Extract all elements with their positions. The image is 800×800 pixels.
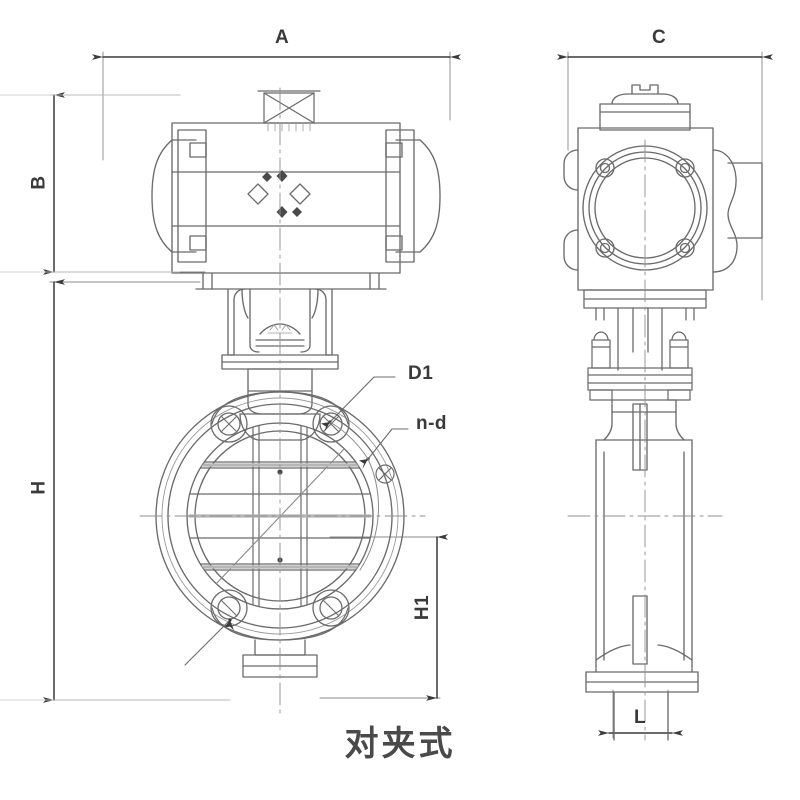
actuator-position-indicator bbox=[257, 90, 321, 124]
leader-label-d1: D1 bbox=[408, 363, 434, 384]
valve-bolt-lugs bbox=[210, 405, 350, 627]
dimension-label-b: B bbox=[28, 175, 50, 190]
dimension-label-h: H bbox=[28, 480, 50, 495]
d1-reference-arc bbox=[329, 421, 379, 571]
side-view-bolted-joint bbox=[587, 331, 693, 401]
side-view-actuator-housing bbox=[563, 84, 763, 291]
bolt-hole-n-d bbox=[375, 464, 395, 484]
pneumatic-actuator bbox=[151, 122, 441, 274]
dimension-label-c: C bbox=[652, 27, 667, 48]
dimension-label-l: L bbox=[634, 707, 647, 728]
actuator-indicator-marks bbox=[262, 170, 302, 218]
actuator-top-hatching bbox=[267, 122, 311, 132]
construction-lines bbox=[0, 94, 231, 701]
actuator-mounting-bracket bbox=[195, 272, 387, 392]
side-view-valve-body bbox=[585, 399, 699, 741]
leader-arrowheads bbox=[224, 422, 368, 631]
side-view-yoke-neck bbox=[617, 307, 663, 371]
disc-pivot-marks bbox=[277, 469, 283, 563]
leader-lines bbox=[184, 376, 409, 666]
dimension-label-h1: H1 bbox=[412, 594, 434, 621]
side-view-centerlines bbox=[567, 139, 723, 741]
front-view-centerlines bbox=[139, 87, 426, 717]
actuator-port-bosses bbox=[247, 183, 311, 205]
drawing-caption: 对夹式 bbox=[344, 724, 456, 764]
dimension-lines bbox=[49, 51, 763, 739]
leader-label-n-d: n-d bbox=[416, 413, 448, 434]
dimension-label-a: A bbox=[275, 27, 290, 48]
